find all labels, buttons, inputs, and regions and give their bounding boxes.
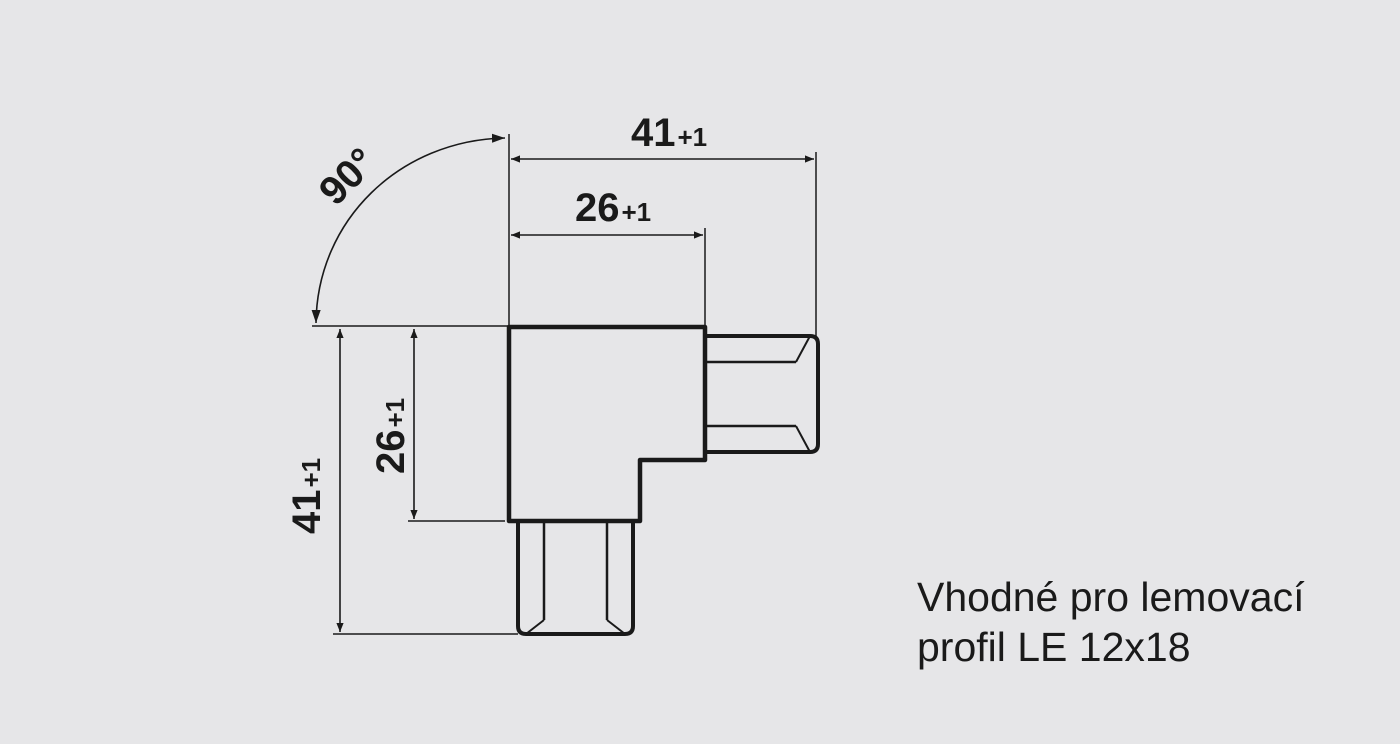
bottom-tenon [516,521,635,636]
angle-label: 90° [311,140,385,214]
dim-label-41-vertical: 41+1 [285,458,329,534]
extension-lines [312,134,817,635]
dim-label-26-vertical: 26+1 [369,398,413,474]
caption-line-2: profil LE 12x18 [917,624,1191,670]
caption-line-1: Vhodné pro lemovací [917,574,1305,620]
connector-body [506,324,708,524]
dim-label-41-horizontal: 41+1 [631,111,707,155]
suitability-caption: Vhodné pro lemovací profil LE 12x18 [917,572,1304,672]
connector-part [506,324,820,636]
angle-value: 90° [311,140,385,214]
dim-label-26-horizontal: 26+1 [575,186,651,230]
right-tenon [705,334,820,454]
angle-arc [311,133,506,324]
dimension-lines [311,133,814,632]
